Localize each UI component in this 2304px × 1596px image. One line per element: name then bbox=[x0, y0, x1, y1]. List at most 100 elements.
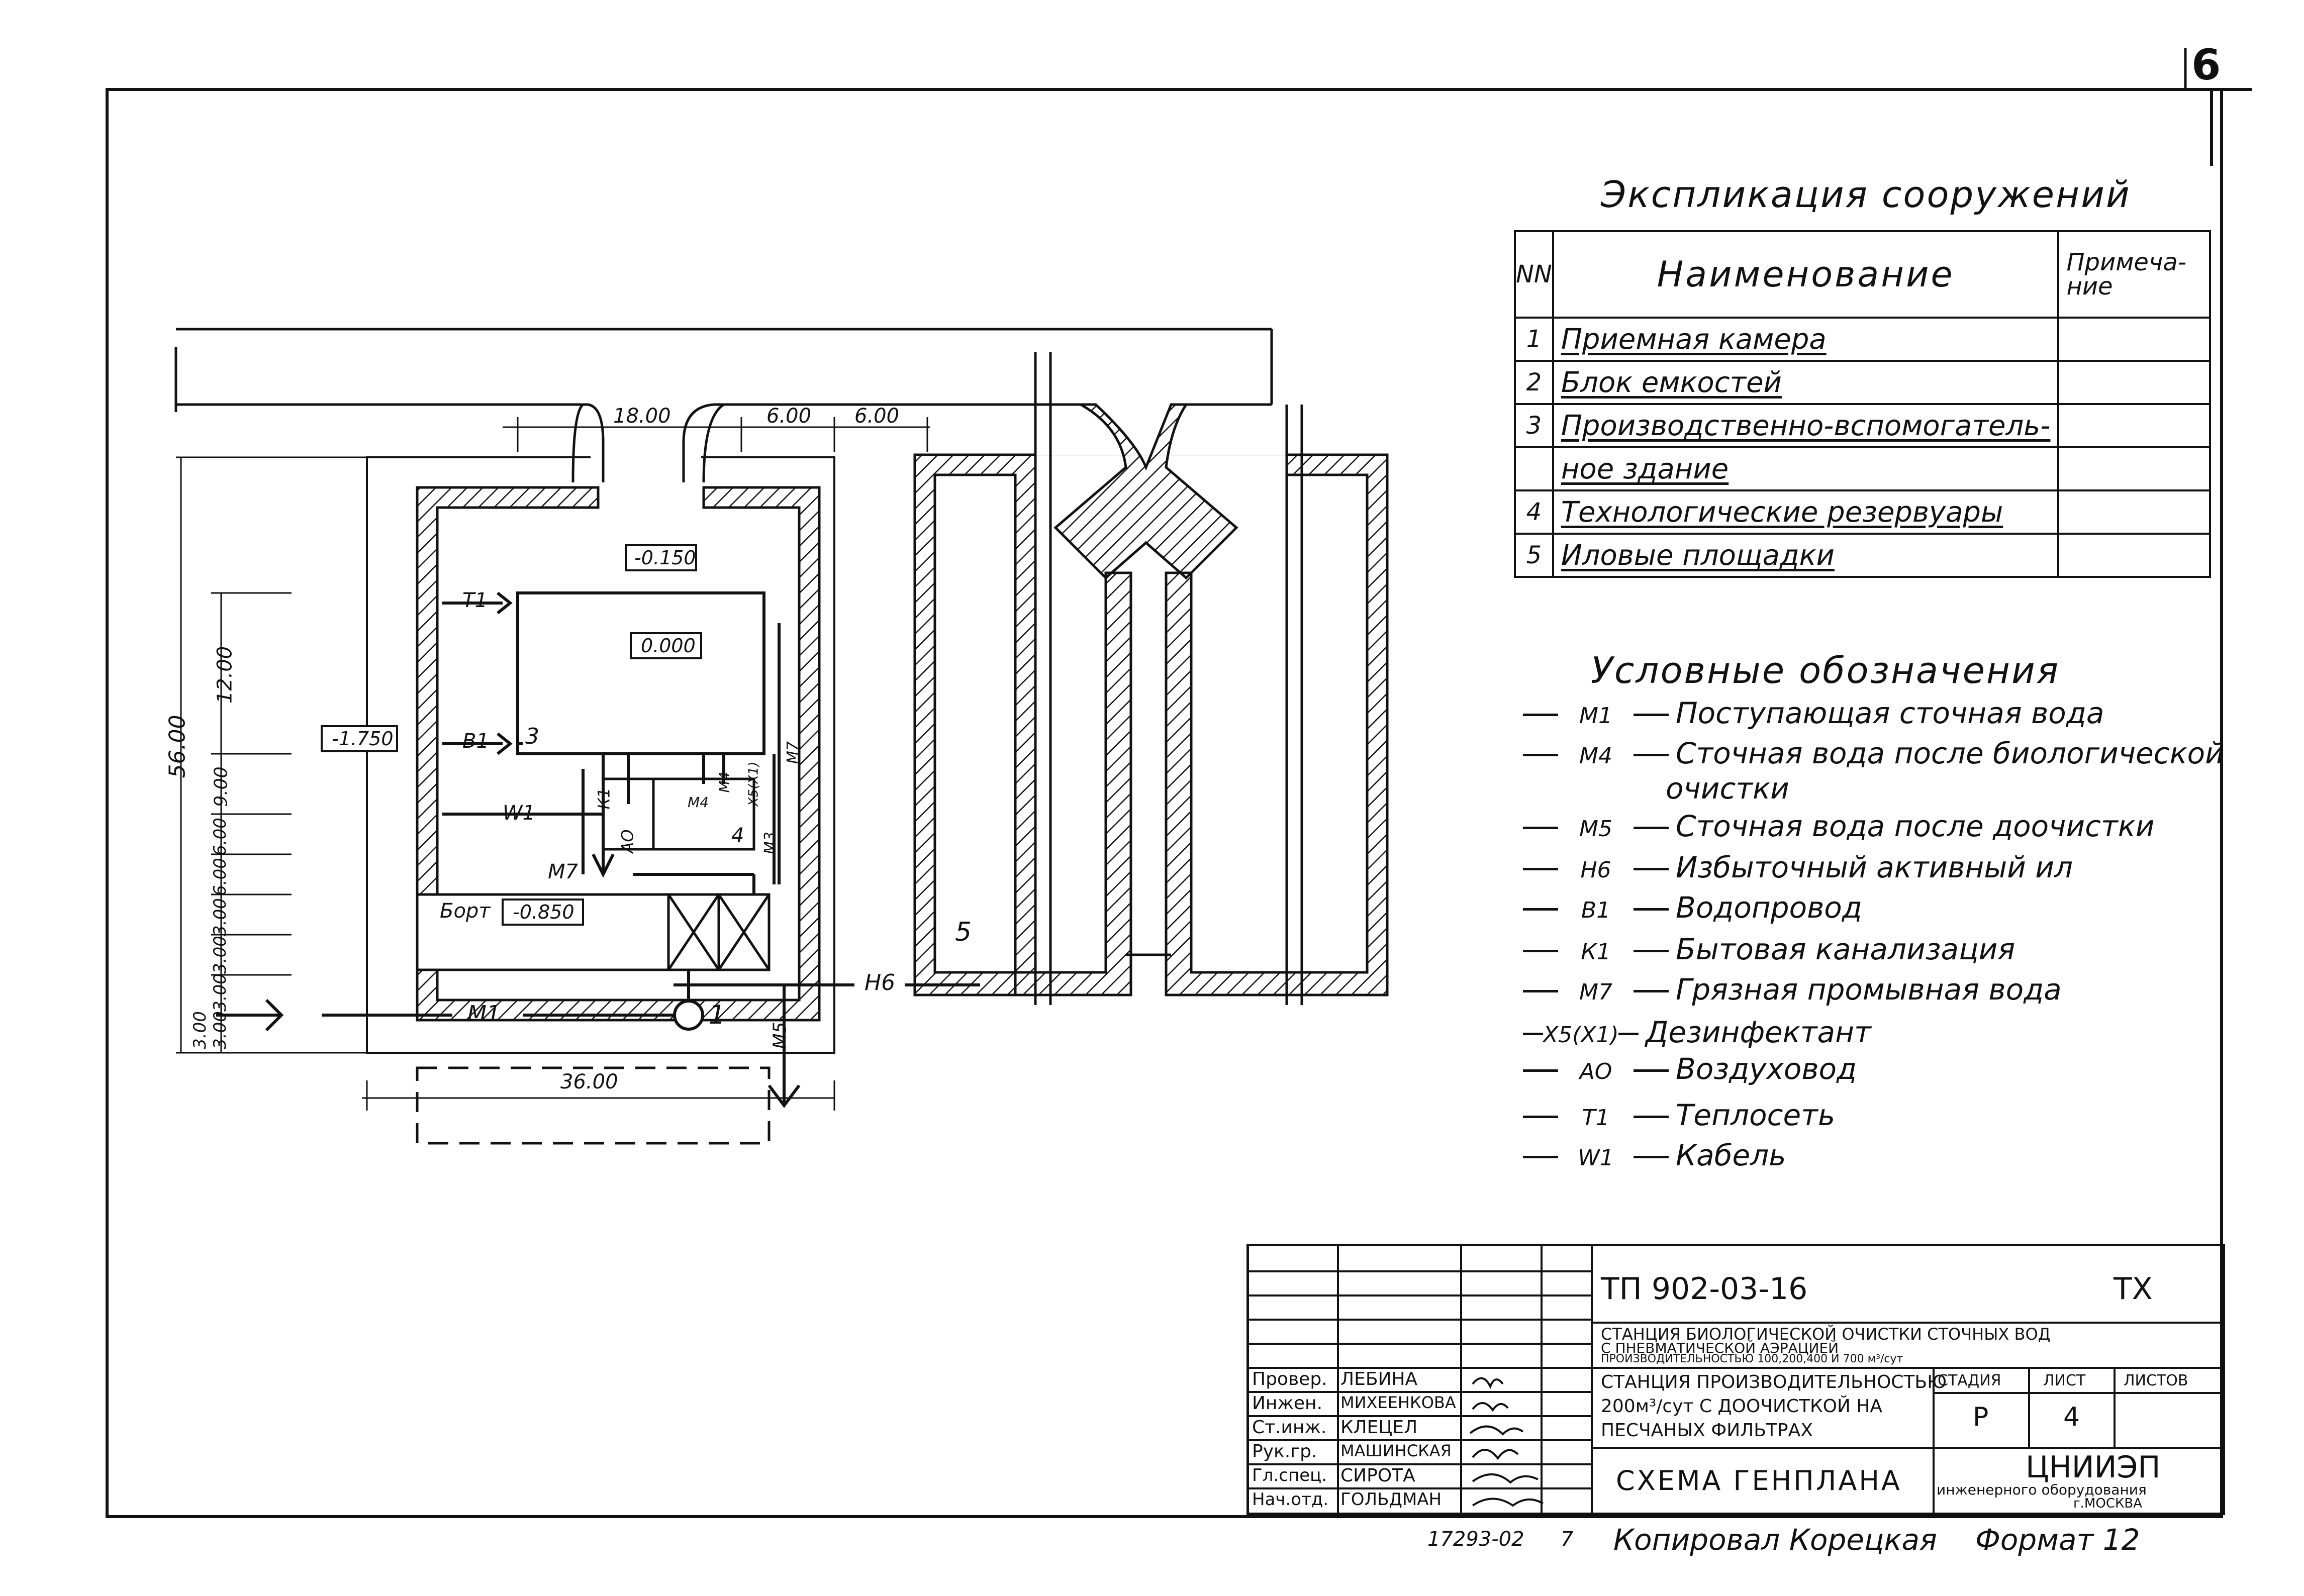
legend-item: М5 Сточная вода после доочистки bbox=[1523, 812, 2155, 841]
label-W1: W1 bbox=[503, 802, 535, 825]
legend-code: М1 bbox=[1579, 703, 1612, 729]
row-name: Иловые площадки bbox=[1552, 533, 2060, 578]
dim-6a: 6.00 bbox=[766, 405, 812, 428]
person-3: КЛЕЦЕЛ bbox=[1340, 1417, 1418, 1438]
stamp-col-stage: СТАДИЯ bbox=[1938, 1372, 2001, 1389]
legend-item: М7 Грязная промывная вода bbox=[1523, 975, 2062, 1004]
person-1: ЛЕБИНА bbox=[1340, 1369, 1418, 1389]
row-name: Производственно-вспомогатель- bbox=[1552, 403, 2060, 448]
sludge-beds bbox=[913, 352, 1389, 1005]
label-3: 3 bbox=[525, 724, 539, 749]
sheet-number: 6 bbox=[2191, 40, 2221, 89]
copied-by: Копировал Корецкая bbox=[1613, 1523, 1937, 1557]
label-bort: Борт bbox=[440, 900, 491, 923]
col-nn: NN bbox=[1514, 230, 1554, 319]
future-area bbox=[416, 1066, 771, 1145]
receiving-chamber bbox=[673, 1000, 704, 1031]
label-AO: АО bbox=[618, 829, 637, 853]
elev-4: -0.850 bbox=[513, 901, 574, 923]
stamp-desc-1: СТАНЦИЯ ПРОИЗВОДИТЕЛЬНОСТЬЮ bbox=[1601, 1372, 1947, 1392]
dim-6b: 6.00 bbox=[854, 405, 900, 428]
col-name: Наименование bbox=[1552, 230, 2060, 319]
stamp-org-1: ЦНИИЭП bbox=[2026, 1450, 2161, 1485]
label-K1: К1 bbox=[594, 787, 614, 810]
legend-text: Бытовая канализация bbox=[1676, 932, 2015, 966]
row-nn: 2 bbox=[1514, 360, 1554, 405]
dim-3d: 3.00 bbox=[210, 1011, 230, 1049]
legend-text: Воздуховод bbox=[1676, 1052, 1857, 1086]
label-M4b: М4 bbox=[716, 771, 733, 793]
label-M1: М1 bbox=[467, 1001, 501, 1027]
legend-code: М7 bbox=[1579, 979, 1612, 1005]
dim-18: 18.00 bbox=[613, 405, 671, 428]
dim-3b: 3.00 bbox=[210, 936, 230, 974]
dimension-lines bbox=[176, 417, 930, 1111]
stamp-title-2: С ПНЕВМАТИЧЕСКОЙ АЭРАЦИЕЙ bbox=[1601, 1340, 1839, 1356]
row-nn bbox=[1514, 446, 1554, 491]
stamp-sheet: 4 bbox=[2063, 1402, 2080, 1432]
label-M5: М5 bbox=[770, 1022, 791, 1049]
legend-text: Сточная вода после доочистки bbox=[1676, 809, 2155, 843]
role-6: Нач.отд. bbox=[1252, 1489, 1329, 1510]
legend-text: Дезинфектант bbox=[1646, 1015, 1871, 1049]
stamp-org-3: г.МОСКВА bbox=[2073, 1496, 2143, 1511]
legend-code: М4 bbox=[1579, 743, 1612, 769]
legend-text: Грязная промывная вода bbox=[1676, 972, 2062, 1007]
row-name: Технологические резервуары bbox=[1552, 489, 2060, 535]
stamp-desc-3: ПЕСЧАНЫХ ФИЛЬТРАХ bbox=[1601, 1420, 1813, 1441]
legend-code: W1 bbox=[1578, 1145, 1614, 1171]
label-4: 4 bbox=[731, 824, 744, 847]
dim-3a: 3.00 bbox=[210, 898, 230, 936]
legend-title: Условные обозначения bbox=[1591, 649, 2060, 691]
legend-code: М5 bbox=[1579, 816, 1612, 842]
dim-6v: 6.00 bbox=[210, 818, 230, 856]
person-2: МИХЕЕНКОВА bbox=[1340, 1393, 1456, 1412]
role-4: Рук.гр. bbox=[1252, 1441, 1317, 1462]
fence bbox=[416, 486, 821, 1022]
row-nn: 3 bbox=[1514, 403, 1554, 448]
row-note bbox=[2057, 446, 2212, 491]
person-4: МАШИНСКАЯ bbox=[1340, 1441, 1452, 1460]
row-note bbox=[2057, 360, 2212, 405]
stamp-org-2: инженерного оборудования bbox=[1937, 1481, 2147, 1498]
label-B1: В1 bbox=[462, 730, 489, 753]
elev-1: -0.150 bbox=[634, 547, 696, 569]
inventory-number-2: 7 bbox=[1561, 1528, 1574, 1551]
signatures bbox=[1469, 1377, 1544, 1507]
legend-code: Т1 bbox=[1582, 1105, 1610, 1131]
site-boundary bbox=[366, 456, 835, 1054]
dim-3e: 3.00 bbox=[189, 1011, 210, 1049]
stamp-col-sheets: ЛИСТОВ bbox=[2124, 1372, 2188, 1389]
label-M7: М7 bbox=[548, 860, 578, 883]
legend-code: Х5(Х1) bbox=[1543, 1022, 1619, 1048]
legend-text: Водопровод bbox=[1676, 890, 1862, 925]
label-M4: М4 bbox=[688, 794, 709, 811]
col-note: Примеча-ние bbox=[2057, 230, 2212, 319]
stamp-stage: Р bbox=[1973, 1402, 1989, 1432]
stamp-desc-2: 200м³/сут С ДООЧИСТКОЙ НА bbox=[1601, 1396, 1883, 1417]
role-2: Инжен. bbox=[1252, 1393, 1323, 1414]
row-note bbox=[2057, 489, 2212, 535]
dim-9: 9.00 bbox=[211, 766, 232, 807]
label-5: 5 bbox=[955, 917, 972, 947]
label-M7b: М7 bbox=[784, 741, 802, 764]
label-M3: М3 bbox=[761, 832, 779, 854]
role-3: Ст.инж. bbox=[1252, 1417, 1327, 1438]
legend-text: Поступающая сточная вода bbox=[1676, 696, 2104, 730]
legend-code: Н6 bbox=[1580, 857, 1611, 883]
label-1: 1 bbox=[709, 1000, 726, 1030]
stamp-col-sheet: ЛИСТ bbox=[2043, 1372, 2086, 1389]
dim-6v2: 6.00 bbox=[210, 858, 230, 896]
table-row: ное здание bbox=[1514, 446, 2212, 491]
legend-item: М1 Поступающая сточная вода bbox=[1523, 699, 2104, 728]
row-note bbox=[2057, 533, 2212, 578]
legend-code: В1 bbox=[1581, 897, 1611, 923]
